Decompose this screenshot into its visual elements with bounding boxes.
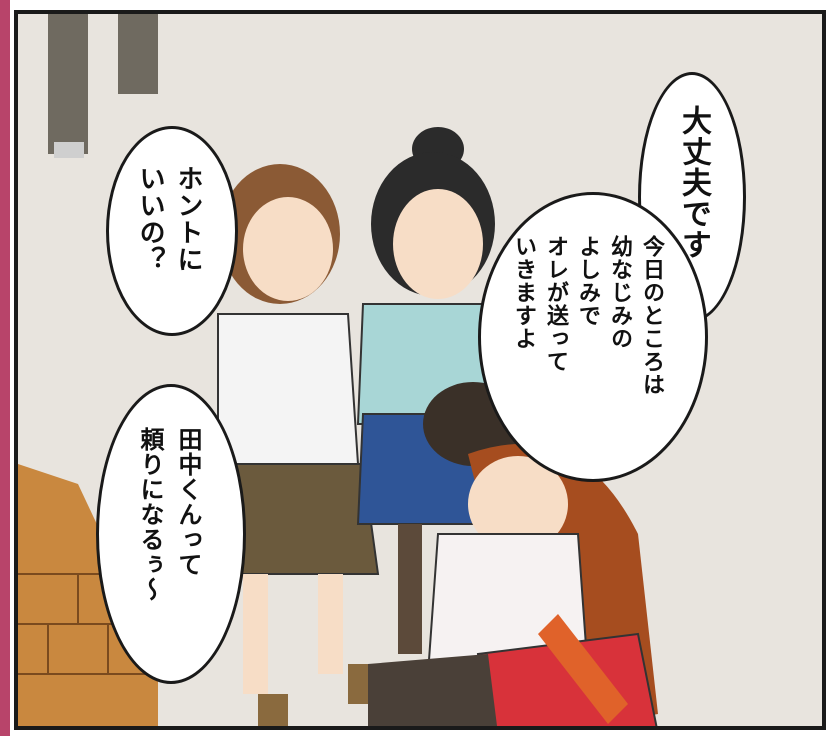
girl-left [216,164,380,726]
speech-bubble-kyou: 今日のところは 幼なじみの よしみで オレが送って いきますよ [478,192,708,482]
girl-sleeping [368,444,658,726]
speech-bubble-tanaka: 田中くんって 頼りになるぅ〜 [96,384,246,684]
bubble-text-honto: ホントに いいの？ [135,165,203,273]
scene-illustration [18,14,658,726]
brick-pillar [18,464,158,726]
bubble-text-daijoubu: 大丈夫です [676,105,711,260]
bubble-text-kyou: 今日のところは 幼なじみの よしみで オレが送って いきますよ [511,235,664,396]
bubble-text-tanaka: 田中くんって 頼りになるぅ〜 [136,427,202,602]
speech-bubble-honto: ホントに いいの？ [106,126,238,336]
background-legs [48,14,88,154]
adjacent-panel-strip [0,0,10,736]
comic-panel: 大丈夫です 今日のところは 幼なじみの よしみで オレが送って いきますよ ホン… [14,10,826,730]
